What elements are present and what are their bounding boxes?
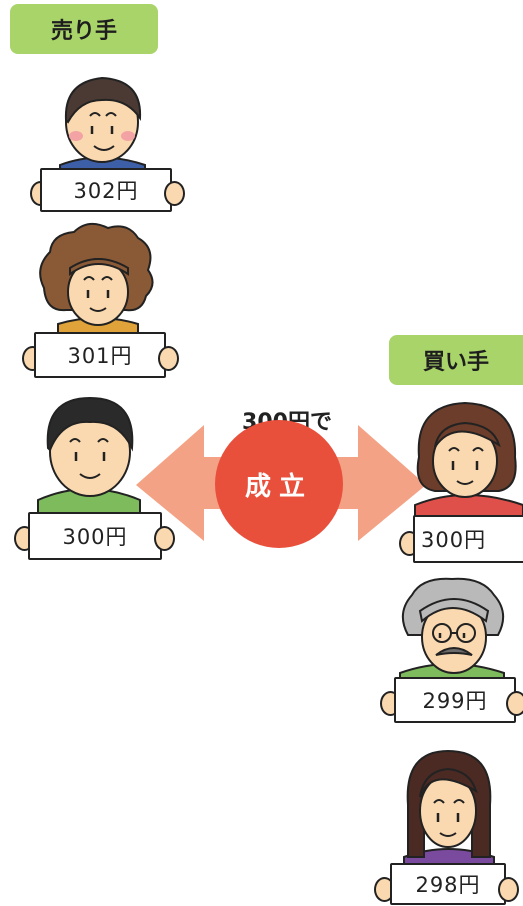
- buyer-3: 298円: [374, 745, 523, 905]
- buyer-3-price-sign: 298円: [390, 863, 506, 905]
- buyer-label: 買い手: [389, 335, 523, 385]
- seller-1-figure: [59, 76, 146, 181]
- buyer-1-figure: [414, 401, 523, 520]
- seller-label: 売り手: [10, 4, 158, 54]
- seller-2-price-sign: 301円: [34, 332, 166, 378]
- buyer-1-price-sign: 300円: [413, 515, 523, 563]
- buyer-2-figure: [399, 577, 505, 688]
- seller-1-price-sign: 302円: [40, 168, 172, 212]
- seller-3: 300円: [14, 390, 175, 570]
- buyer-3-figure: [403, 749, 495, 870]
- buyer-2: 299円: [380, 575, 523, 735]
- seller-2-figure: [39, 222, 154, 341]
- seller-3-figure: [37, 396, 141, 515]
- seller-2: 301円: [22, 222, 182, 378]
- buyer-2-price-sign: 299円: [394, 677, 516, 723]
- seller-3-price-sign: 300円: [28, 512, 162, 560]
- seller-1: 302円: [30, 70, 185, 212]
- buyer-1: 300円: [395, 395, 523, 575]
- deal-badge: 成立: [215, 420, 343, 548]
